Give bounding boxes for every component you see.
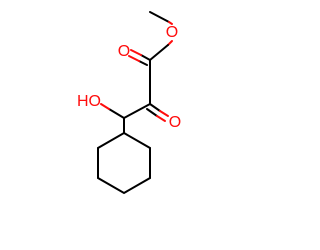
bond-ester-double-1 [140, 54, 151, 61]
bond-ester-double-1-o [130, 49, 142, 56]
bond-chiral-hydroxyl-o [100, 103, 110, 110]
bond-ketone-double-1 [149, 103, 161, 112]
bond-chiral-hydroxyl [108, 108, 125, 119]
ketone-oxygen-label: O [169, 114, 181, 131]
bond-ketone-double-2-o [156, 115, 166, 122]
bond-methyl-ether [149, 11, 170, 23]
ester-carbonyl-oxygen-label: O [118, 43, 130, 60]
bond-methyl-ether-o-end [168, 21, 173, 25]
bond-ketone-double-1-o [159, 110, 169, 117]
bond-ether-carbonyl [149, 44, 169, 61]
bond-ketone-chiral [123, 103, 151, 119]
cyclohexane-ring [97, 131, 151, 195]
bond-ester-double-2 [138, 60, 148, 66]
ester-ether-oxygen-label: O [166, 24, 178, 41]
hydroxyl-label: HO [77, 93, 101, 110]
bond-ketone-double-2 [146, 108, 158, 117]
chemical-structure-diagram: O O O HO [77, 11, 181, 195]
bond-ester-double-2-o [128, 55, 140, 62]
